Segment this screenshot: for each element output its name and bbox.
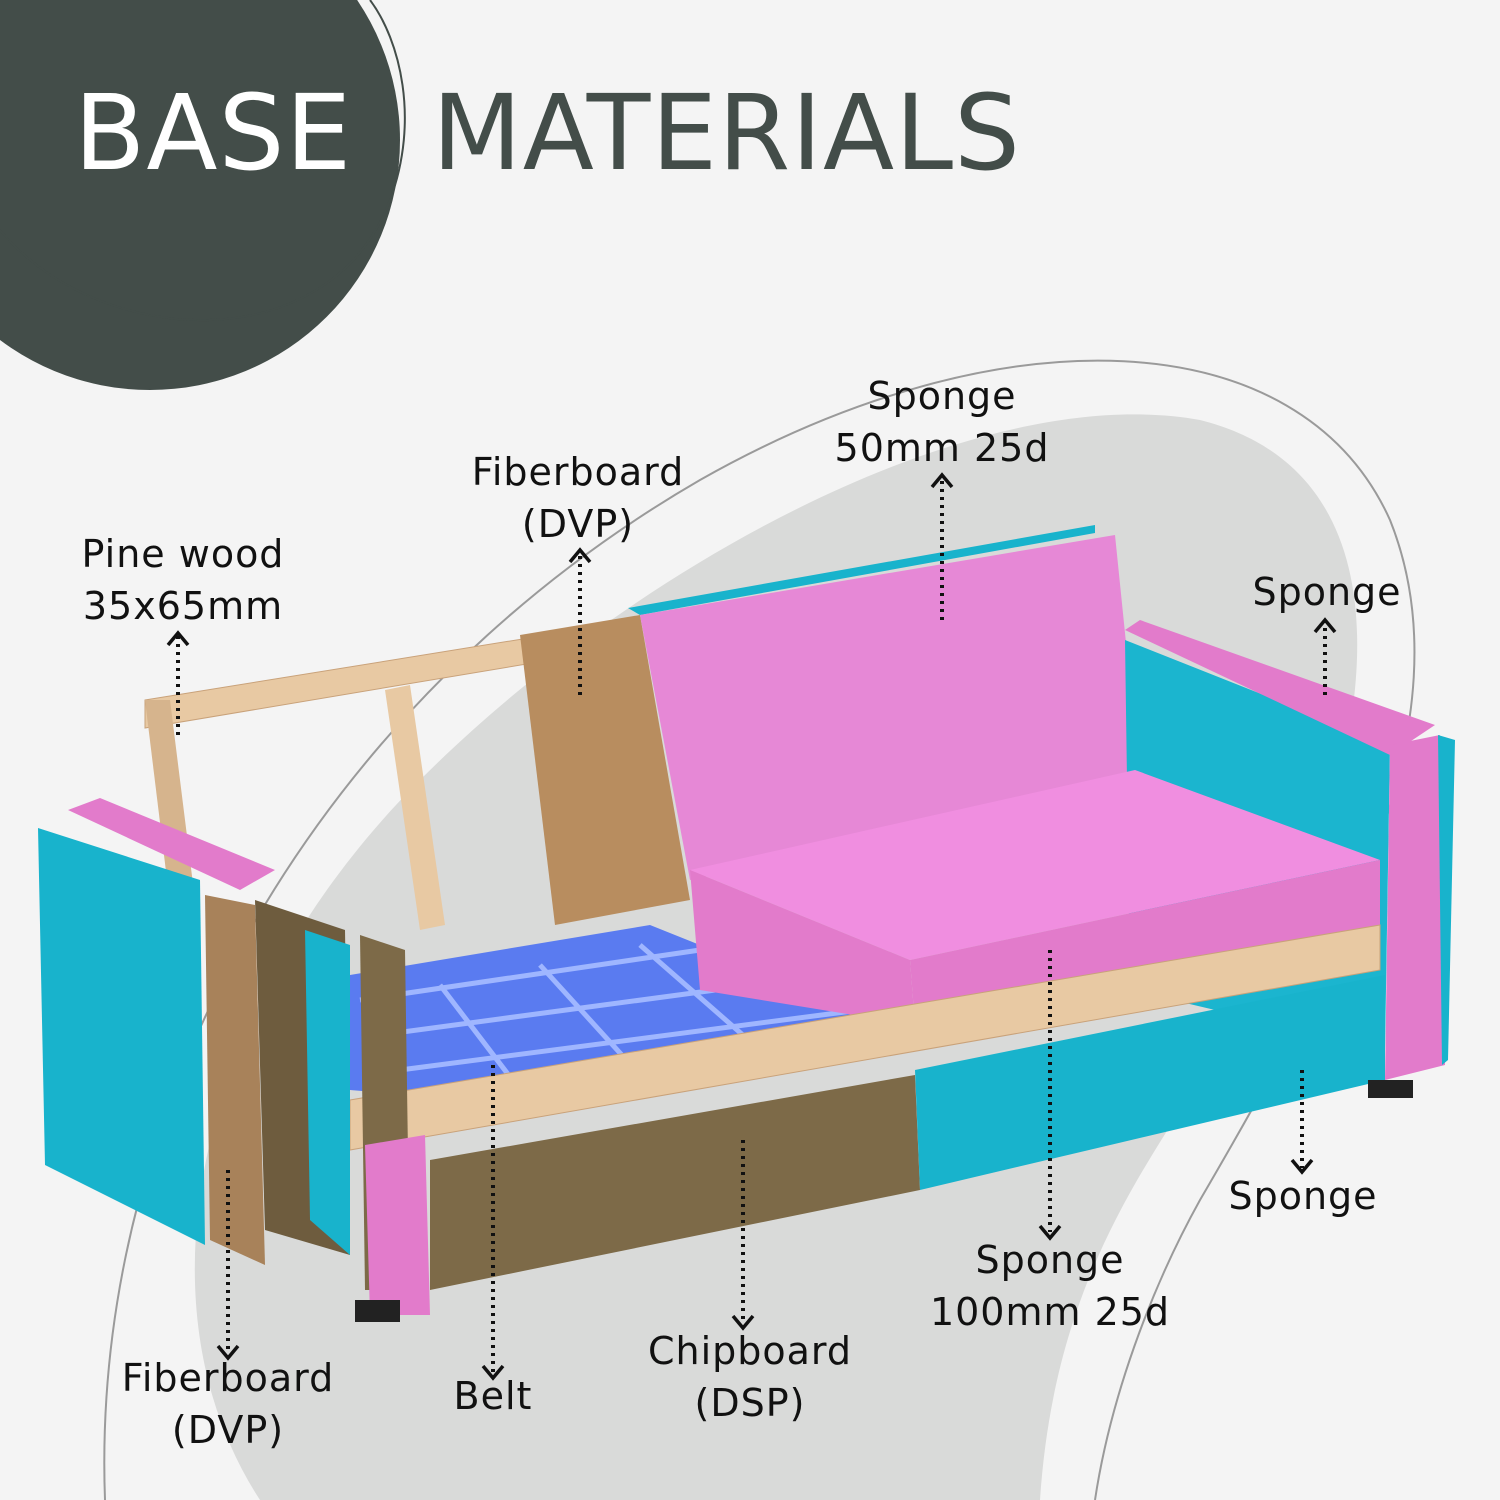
fiberboard-back [520,615,690,925]
arrowheads [166,472,1337,1381]
label-pine-wood: Pine wood 35x65mm [82,528,285,632]
sponge-front [915,975,1385,1190]
sponge-arm-front [1385,735,1445,1080]
leg-left [355,1300,400,1322]
arrows [176,477,1327,1372]
label-line: 50mm 25d [834,426,1050,470]
label-belt: Belt [454,1370,533,1422]
label-fiberboard-top: Fiberboard (DVP) [472,446,685,550]
sponge-seat-front [690,870,915,1025]
leg-right [1368,1080,1413,1098]
label-line: Sponge [867,374,1017,418]
fiberboard-left [205,895,265,1265]
label-line: Sponge [1252,570,1402,614]
label-line: 35x65mm [82,584,284,628]
label-line: Fiberboard [121,1356,335,1400]
chipboard-front [430,1075,920,1290]
circle-outline [0,0,406,321]
label-line: (DVP) [521,502,635,546]
sponge-left-front [365,1135,430,1315]
pine-frame-middle [385,685,445,930]
label-chipboard: Chipboard (DSP) [648,1325,852,1429]
sponge-arm-top [1125,620,1435,755]
sponge-left-outer [38,828,205,1245]
label-line: Sponge [1228,1174,1378,1218]
label-sponge-seat: Sponge 100mm 25d [930,1234,1170,1338]
label-sponge-front: Sponge [1228,1170,1377,1222]
sponge-arm-side [1438,735,1455,1065]
sponge-left-inner [305,930,350,1255]
title-base: BASE [74,72,353,194]
sponge-seat-top [690,770,1380,960]
sponge-back-top [628,525,1095,615]
sponge-seat-side [910,860,1380,1025]
title-circle [0,0,400,390]
sponge-left-armtop [68,798,275,890]
label-fiberboard-bottom: Fiberboard (DVP) [122,1352,335,1456]
title-materials: MATERIALS [432,72,1022,194]
label-sponge-arm: Sponge [1252,566,1401,618]
label-line: (DSP) [694,1381,806,1425]
label-line: Sponge [975,1238,1125,1282]
label-line: (DVP) [171,1408,285,1452]
sofa-illustration [38,525,1455,1322]
label-line: Chipboard [647,1329,853,1373]
label-line: Pine wood [81,532,285,576]
outline-curve [103,359,1416,1500]
label-line: Fiberboard [471,450,685,494]
label-sponge-back: Sponge 50mm 25d [835,370,1050,474]
label-line: Belt [453,1374,533,1418]
label-line: 100mm 25d [929,1290,1171,1334]
sponge-back [640,535,1140,880]
